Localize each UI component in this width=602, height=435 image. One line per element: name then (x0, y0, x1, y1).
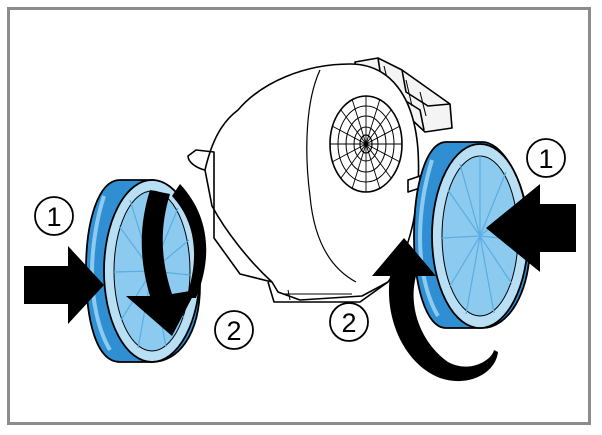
insert-arrow-icon (24, 246, 104, 324)
callout-label: 1 (46, 202, 61, 232)
callout-label: 2 (341, 308, 356, 338)
right-carbon-filter (413, 141, 531, 329)
insert-arrow-icon (486, 184, 576, 272)
rotate-arrow-icon (126, 184, 207, 336)
callout-left-2: 2 (214, 310, 254, 350)
callout-label: 1 (538, 144, 553, 174)
callout-right-2: 2 (329, 302, 369, 342)
fan-grill (329, 95, 403, 193)
callout-left-1: 1 (34, 196, 74, 236)
rotate-arrow-icon (372, 238, 498, 382)
callout-right-1: 1 (526, 138, 566, 178)
callout-label: 2 (226, 316, 241, 346)
